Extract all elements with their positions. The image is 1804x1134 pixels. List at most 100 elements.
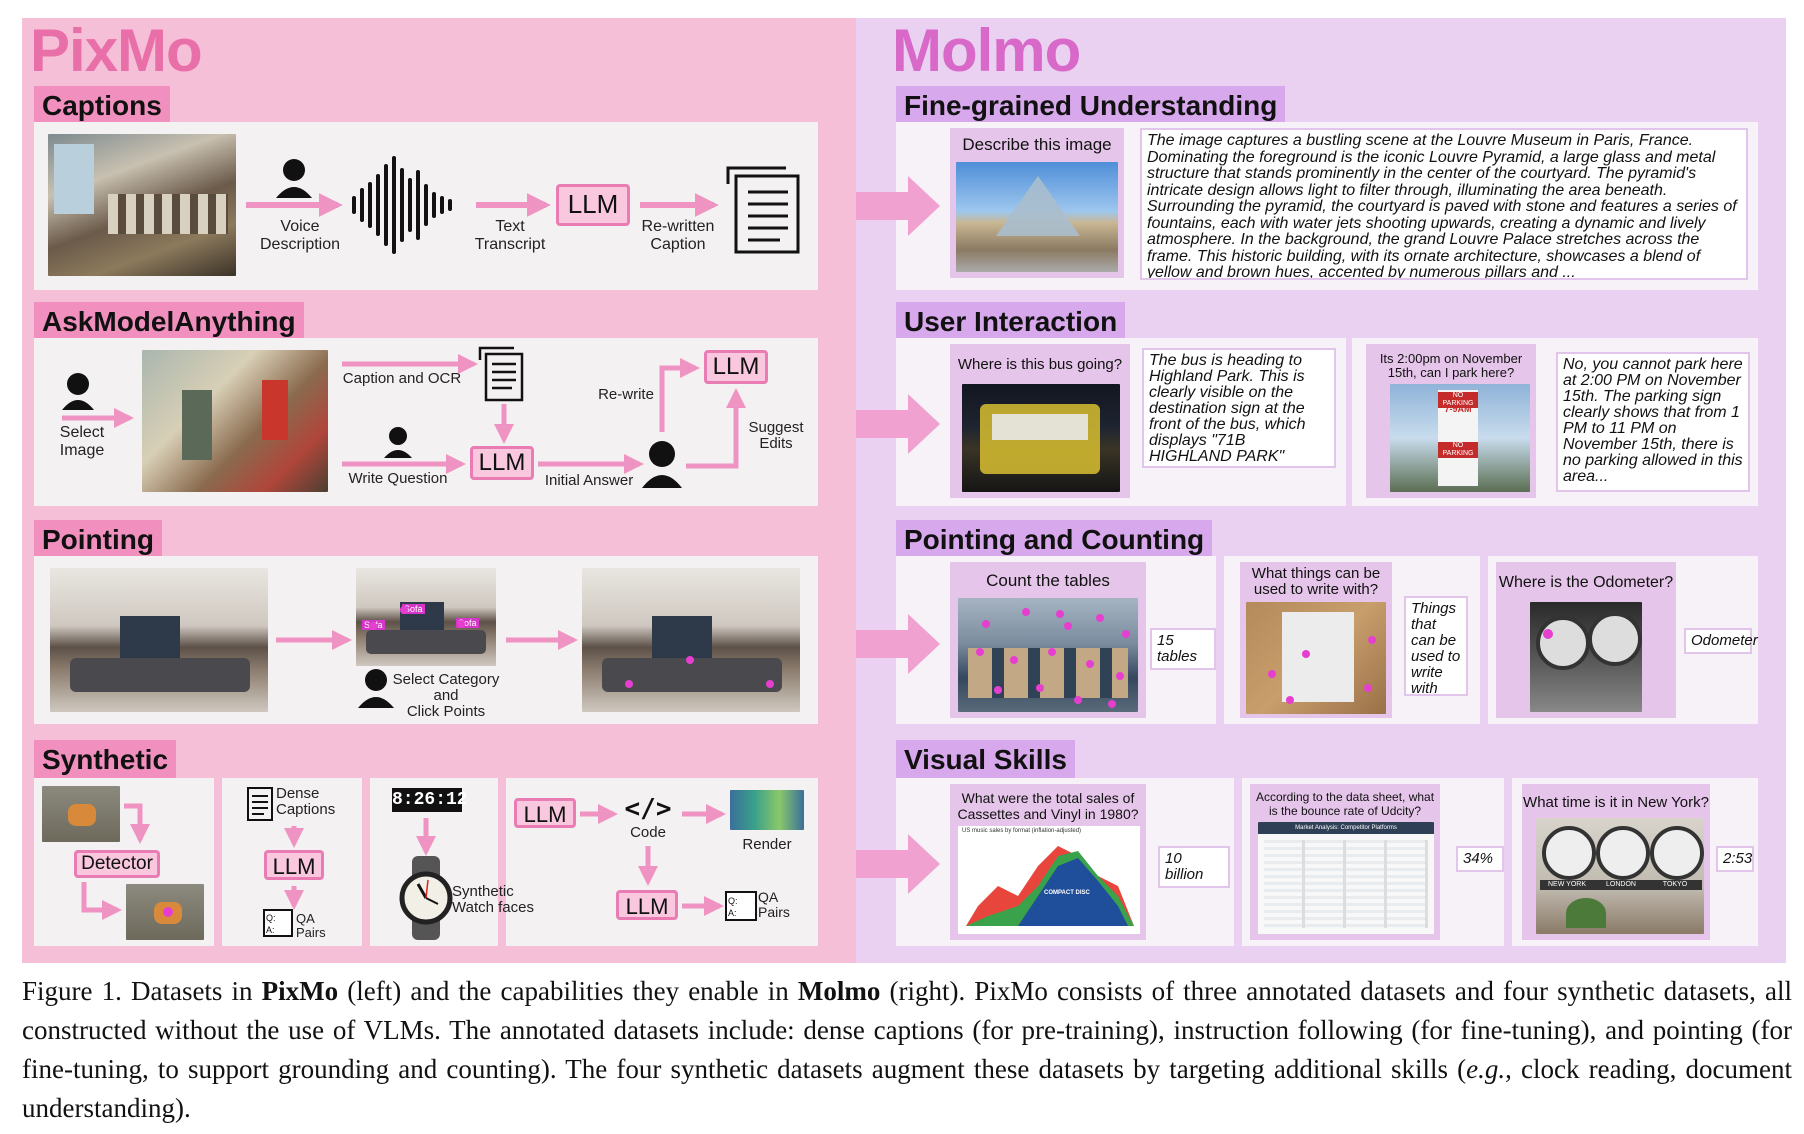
section-fine-grained: Fine-grained Understanding	[896, 86, 1286, 126]
pyramid-shape	[996, 176, 1080, 236]
clock-new-york	[1542, 826, 1596, 880]
code-icon: </>	[624, 794, 672, 824]
qa-pairs-label-2: QA Pairs	[758, 889, 790, 920]
caption-italic-eg: e.g.	[1466, 1054, 1506, 1084]
caption-label: Figure 1.	[22, 976, 122, 1006]
user-question-1: Where is this bus going?	[957, 356, 1123, 373]
bus-window	[992, 414, 1088, 440]
fine-answer: The image captures a bustling scene at t…	[1140, 128, 1748, 280]
sofa-shape	[70, 658, 250, 692]
render-heatmap	[730, 790, 804, 830]
rewrite-label: Re-write	[598, 386, 654, 403]
section-pointing: Pointing	[34, 520, 162, 560]
gauge-left	[1536, 616, 1590, 670]
music-chart-image: US music sales by format (inflation-adju…	[958, 826, 1140, 934]
captions-photo	[48, 134, 236, 276]
music-chart-svg	[966, 846, 1134, 926]
figure-caption: Figure 1. Datasets in PixMo (left) and t…	[22, 972, 1792, 1128]
synthetic-llm-b: LLM	[514, 798, 576, 828]
skills-question-2: According to the data sheet, what is the…	[1255, 790, 1435, 818]
rewritten-caption-label: Re-written Caption	[641, 218, 715, 253]
parking-image: NO PARKING 7-9AM NO PARKING	[1390, 384, 1530, 492]
soldier-red	[262, 380, 288, 440]
count-question-2: What things can be used to write with?	[1251, 565, 1381, 598]
suggest-edits-label: Suggest Edits	[748, 419, 804, 452]
code-label: Code	[630, 824, 666, 841]
caption-bold-molmo: Molmo	[797, 976, 881, 1006]
select-category-label: Select Category and Click Points	[392, 671, 500, 720]
render-label: Render	[742, 836, 792, 853]
caption-text-2: (left) and the capabilities they enable …	[338, 976, 798, 1006]
caption-bold-pixmo: PixMo	[261, 976, 339, 1006]
caption-text-1: Datasets in	[121, 976, 262, 1006]
world-clocks-image: NEW YORK LONDON TOKYO	[1536, 818, 1704, 934]
gauge-right	[1588, 612, 1642, 666]
section-synthetic: Synthetic	[34, 740, 177, 780]
skills-question-1: What were the total sales of Cassettes a…	[957, 790, 1139, 822]
fine-question: Describe this image	[962, 135, 1112, 154]
banner-shape	[54, 144, 94, 214]
city-label-new-york: NEW YORK	[1540, 880, 1594, 890]
skills-answer-3: 2:53	[1716, 846, 1754, 872]
skills-answer-1: 10 billion	[1158, 846, 1230, 888]
corgi-shape	[68, 804, 96, 826]
painting-shape	[120, 616, 180, 660]
text-transcript-label: Text Transcript	[474, 218, 546, 253]
classroom-image	[958, 598, 1138, 712]
voice-description-label: Voice Description	[259, 218, 341, 253]
room-image-2: Sofa Sofa Sofa	[356, 568, 496, 666]
soldier-green	[182, 390, 212, 460]
count-answer-3: Odometer	[1684, 628, 1758, 654]
section-ask-model-anything: AskModelAnything	[34, 302, 304, 342]
sign-text-2: 7-9AM	[1444, 404, 1472, 414]
section-user-interaction: User Interaction	[896, 302, 1126, 342]
clock-london	[1596, 826, 1650, 880]
section-visual-skills: Visual Skills	[896, 740, 1075, 780]
synthetic-llm-a: LLM	[264, 850, 324, 880]
corgi-image-2	[126, 884, 204, 940]
sofa-shape-2	[366, 630, 486, 654]
clock-tokyo	[1650, 826, 1704, 880]
table-shape	[108, 194, 228, 234]
city-label-london: LONDON	[1594, 880, 1648, 890]
data-sheet-title: Market Analysis: Competitor Platforms	[1258, 822, 1434, 834]
qa-pairs-label-1: QA Pairs	[296, 911, 326, 940]
sofa-tag-1: Sofa	[402, 604, 425, 614]
bus-image	[962, 384, 1120, 492]
music-chart-title: US music sales by format (inflation-adju…	[962, 828, 1082, 834]
tables-shape	[968, 648, 1128, 698]
writing-items-image	[1246, 602, 1386, 714]
caption-ocr-label: Caption and OCR	[342, 370, 462, 387]
skills-answer-2: 34%	[1456, 846, 1504, 872]
plant-shape	[1566, 898, 1606, 928]
sofa-tag-2: Sofa	[362, 620, 385, 630]
initial-answer-label: Initial Answer	[544, 472, 634, 489]
odometer-image	[1530, 602, 1642, 712]
section-pointing-counting: Pointing and Counting	[896, 520, 1213, 560]
sofa-shape-3	[602, 658, 782, 692]
paper-shape	[1282, 612, 1354, 702]
select-image-label: Select Image	[59, 424, 105, 459]
compact-disc-label: COMPACT DISC	[1044, 890, 1090, 896]
user-question-2: Its 2:00pm on November 15th, can I park …	[1379, 351, 1523, 380]
data-sheet-grid	[1264, 840, 1428, 928]
corgi-image-1	[42, 786, 120, 842]
ask-llm-box-1: LLM	[470, 446, 534, 480]
louvre-image	[956, 162, 1118, 272]
user-answer-2: No, you cannot park here at 2:00 PM on N…	[1556, 352, 1750, 492]
captions-llm-box: LLM	[556, 184, 630, 226]
count-question-1: Count the tables	[986, 571, 1110, 590]
skills-question-3: What time is it in New York?	[1523, 794, 1709, 811]
ask-painting	[142, 350, 328, 492]
data-sheet-image: Market Analysis: Competitor Platforms	[1258, 822, 1434, 934]
city-label-tokyo: TOKYO	[1648, 880, 1702, 890]
clock-time-display: 8:26:12	[392, 788, 468, 812]
sign-text-1: NO PARKING	[1438, 392, 1478, 408]
write-question-label: Write Question	[348, 470, 448, 487]
sofa-tag-3: Sofa	[456, 618, 479, 628]
sign-text-3: NO PARKING	[1438, 442, 1478, 458]
corgi-shape-2	[154, 902, 182, 924]
synthetic-llm-c: LLM	[616, 890, 678, 920]
ask-llm-box-2: LLM	[704, 350, 768, 384]
caption-text-4: , clock reading, document understanding)…	[22, 1054, 1792, 1123]
